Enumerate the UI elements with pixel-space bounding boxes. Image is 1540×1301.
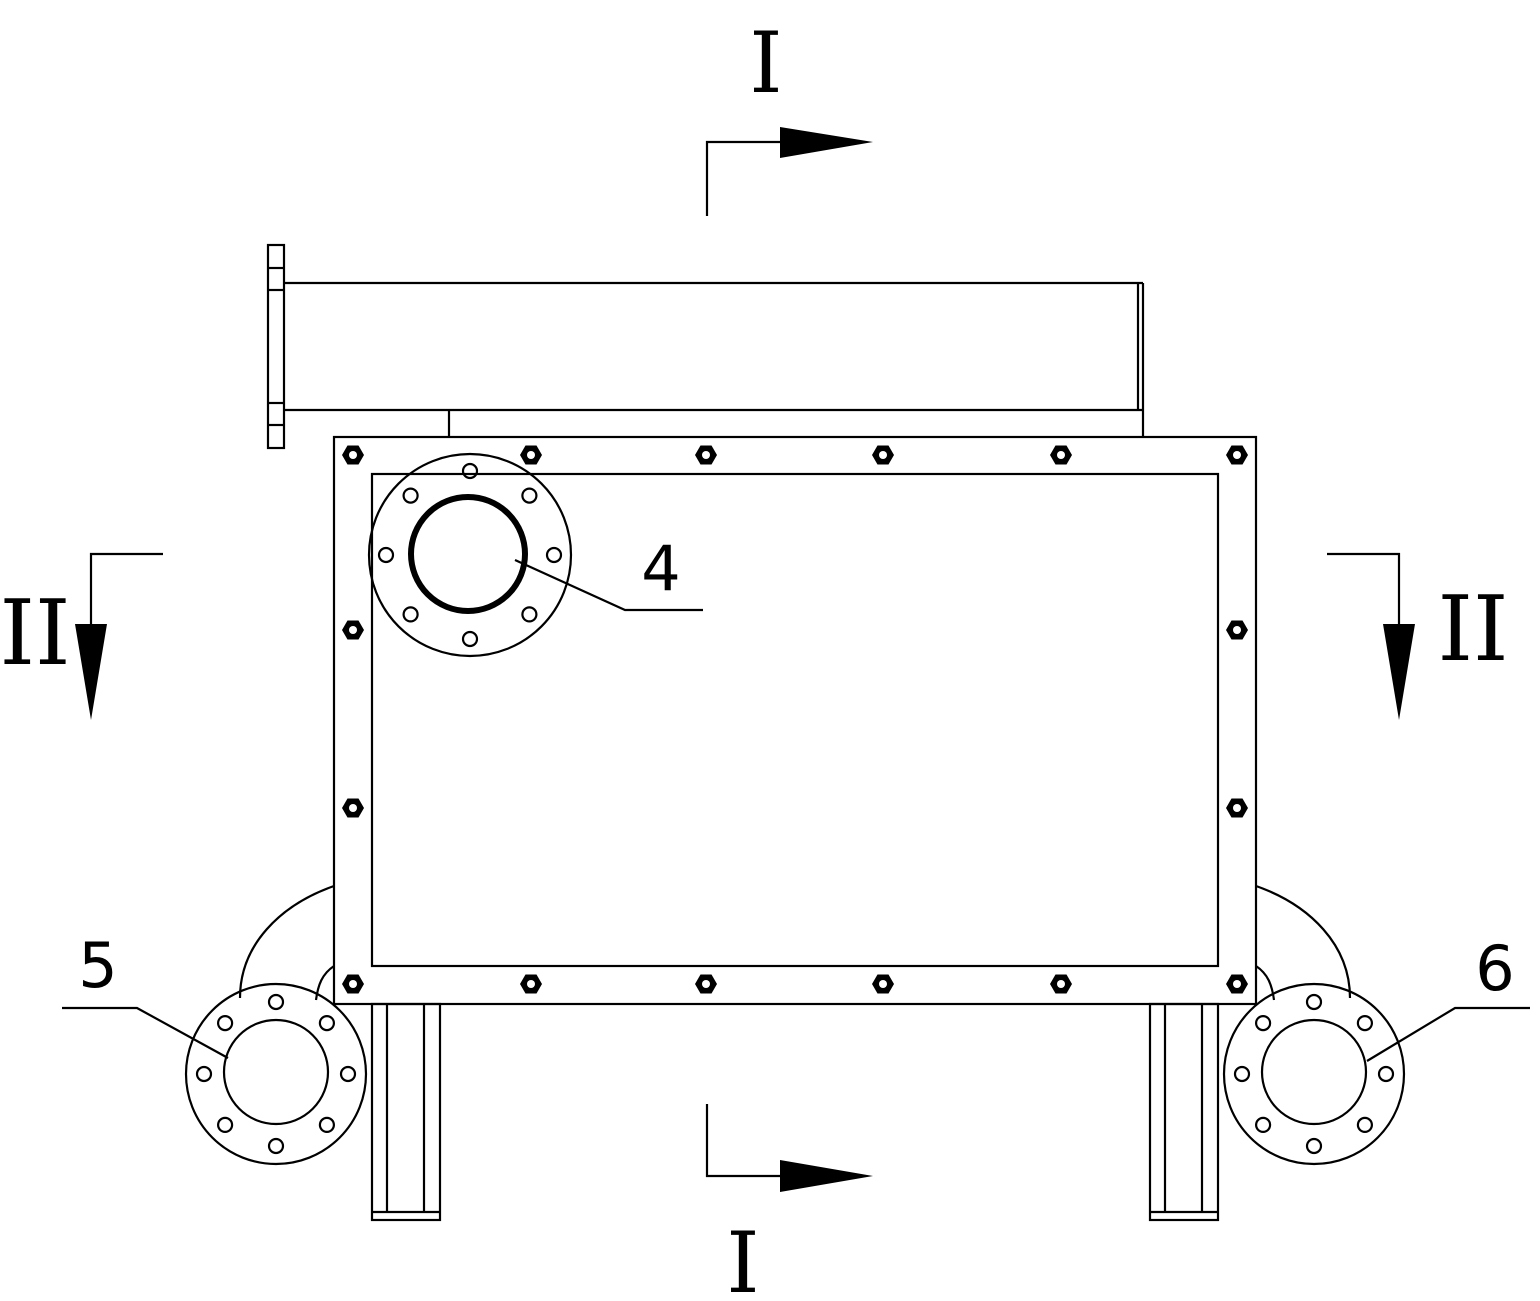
bolt-hole [195, 1065, 213, 1083]
callout-label: 4 [641, 532, 680, 605]
bolt-icon [872, 445, 894, 465]
top-flange-bolt-holes [377, 462, 563, 648]
tank-inner-panel [370, 472, 1220, 968]
bolt-icon [520, 445, 542, 465]
bolt-hole [402, 606, 419, 623]
bolt-icon [342, 798, 364, 818]
bolt-icon [1226, 974, 1248, 994]
tank-body [332, 435, 1258, 1006]
bolt-hole [402, 487, 419, 504]
bottom-left-outlet [184, 884, 368, 1166]
left-elbow-inner [314, 965, 335, 1001]
leader-line [62, 1006, 229, 1059]
bolt-hole [1254, 1116, 1272, 1134]
leader-line [514, 558, 703, 612]
arrow-right-icon [780, 127, 873, 158]
right-flange-bore [1260, 1018, 1368, 1126]
right-elbow-inner [1255, 965, 1276, 1001]
section-label-left: II [0, 581, 71, 686]
left-leg [370, 1002, 442, 1222]
bolt-hole [1377, 1065, 1395, 1083]
section-label-bottom: I [726, 1214, 759, 1301]
bolt-icon [1226, 798, 1248, 818]
bottom-right-outlet [1222, 884, 1406, 1166]
left-flange-bolt-holes [195, 993, 357, 1155]
top-flange-outer [367, 452, 573, 658]
bolt-hole [267, 993, 285, 1011]
arrow-down-icon [1383, 624, 1415, 720]
section-marker-right: II [1327, 552, 1509, 720]
callout-label: 6 [1475, 932, 1514, 1005]
bolt-icon [695, 974, 717, 994]
left-elbow-outer [238, 884, 335, 999]
bolt-hole [318, 1116, 335, 1134]
section-label-top: I [749, 14, 782, 112]
bolt-hole [377, 546, 395, 564]
bolt-icon [1226, 620, 1248, 640]
bolt-hole [1305, 993, 1323, 1011]
right-flange-bolt-holes [1233, 993, 1395, 1155]
bolt-hole [461, 462, 479, 480]
pipe-end-flange [266, 243, 286, 450]
bolt-icon [342, 445, 364, 465]
arrow-right-icon [780, 1160, 873, 1192]
bolt-hole [318, 1014, 335, 1032]
callout-4: 4 [514, 532, 703, 612]
top-flange-bore [408, 494, 528, 614]
bolt-icon [872, 974, 894, 994]
bolt-icon [342, 974, 364, 994]
right-flange-outer [1222, 982, 1406, 1166]
bolt-hole [217, 1014, 234, 1032]
bolt-hole [545, 546, 563, 564]
bolt-icon [1050, 974, 1072, 994]
bolt-hole [521, 606, 538, 623]
tank-outer-frame [332, 435, 1258, 1006]
bolt-hole [461, 630, 479, 648]
bolt-hole [1356, 1014, 1374, 1032]
right-elbow-outer [1255, 884, 1352, 999]
right-leg [1148, 1002, 1220, 1222]
bolt-hole [1233, 1065, 1251, 1083]
section-marker-bottom: I [705, 1104, 873, 1301]
callout-6: 6 [1366, 932, 1530, 1062]
bolt-hole [217, 1116, 234, 1134]
leader-line [1366, 1006, 1530, 1062]
section-marker-left: II [0, 552, 163, 720]
bolt-hole [1305, 1137, 1323, 1155]
bolt-icon [1226, 445, 1248, 465]
section-label-right: II [1437, 577, 1508, 682]
bolt-icon [1050, 445, 1072, 465]
top-flange [367, 452, 573, 658]
top-pipe [266, 243, 1145, 450]
bolt-hole [1254, 1014, 1272, 1032]
bolt-icon [520, 974, 542, 994]
bolt-hole [339, 1065, 357, 1083]
bolt-hole [1356, 1116, 1374, 1134]
arrow-down-icon [75, 624, 107, 720]
left-flange-outer [184, 982, 368, 1166]
section-marker-top: I [705, 14, 873, 216]
left-flange-bore [222, 1018, 330, 1126]
bolt-hole [521, 487, 538, 504]
frame-bolts [342, 445, 1248, 994]
bolt-icon [695, 445, 717, 465]
bolt-hole [267, 1137, 285, 1155]
callout-label: 5 [78, 929, 117, 1002]
bolt-icon [342, 620, 364, 640]
callout-5: 5 [62, 929, 229, 1059]
